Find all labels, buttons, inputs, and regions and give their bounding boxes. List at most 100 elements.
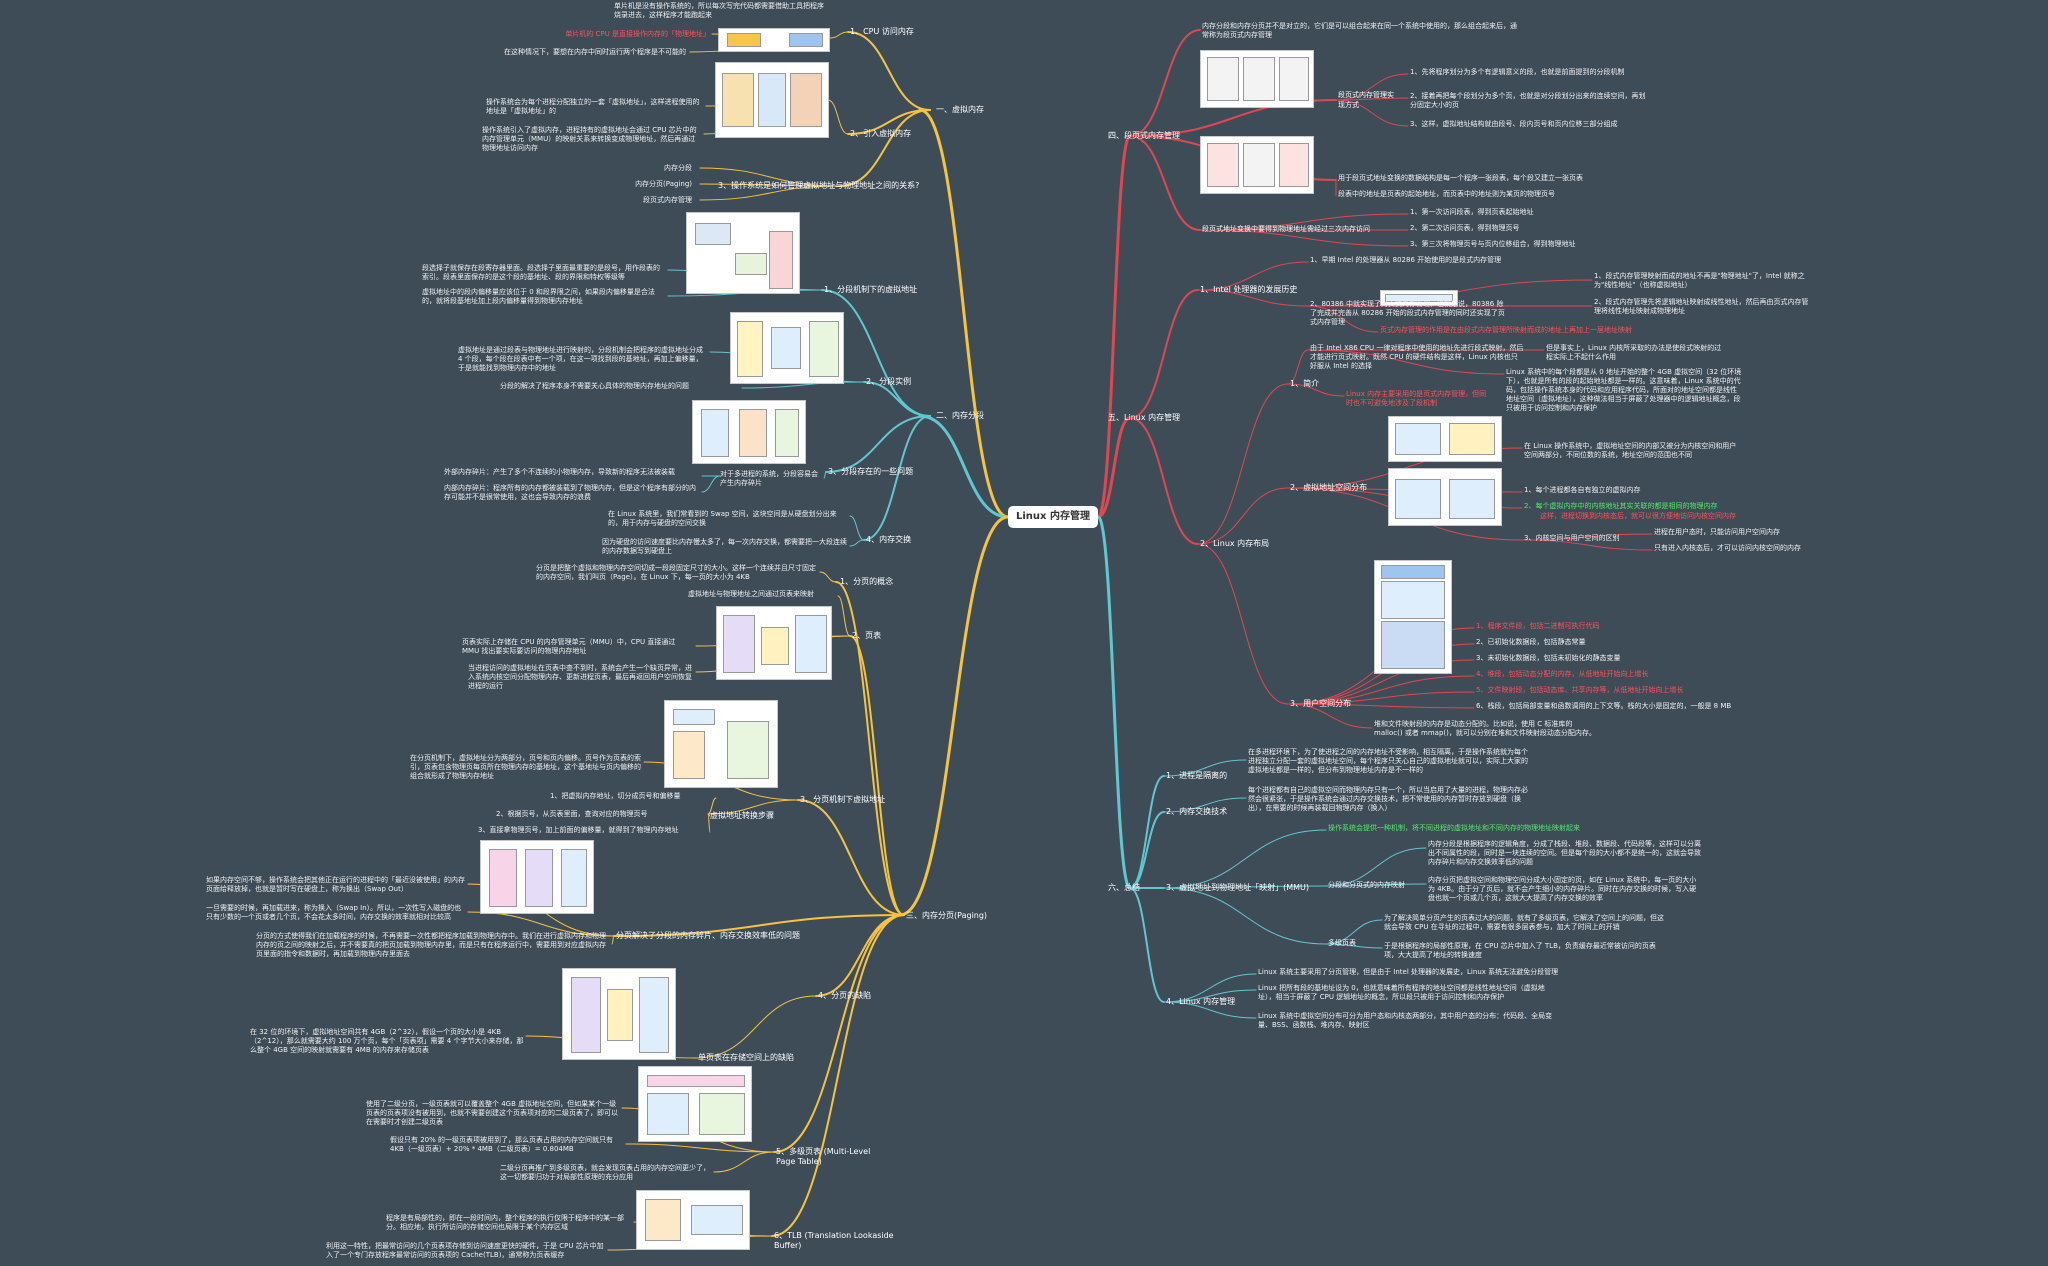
connector-line: [771, 914, 905, 1237]
text-kernel-user-space: 在 Linux 操作系统中，虚拟地址空间的内部又被分为内核空间和用户空间两部分，…: [1524, 442, 1737, 459]
connector-line: [1325, 919, 1383, 945]
branch-seg-page-mapping: 分段和分页式的内存映射: [1328, 881, 1405, 889]
user-space-layout-diagram: [1374, 560, 1452, 674]
os-manage-item-3: 段页式内存管理: [643, 196, 692, 204]
branch-summary: 六、总结: [1108, 883, 1140, 892]
intel-history-diagram: [1380, 290, 1458, 306]
branch-segmentation: 二、内存分段: [936, 411, 984, 420]
branch-segment-example: 2、分段实例: [866, 377, 912, 386]
text-multi-process-fragment: 对于多进程的系统，分段容易会产生内存碎片: [720, 470, 818, 487]
text-mmu: 操作系统引入了虚拟内存，进程持有的虚拟地址会通过 CPU 芯片中的内存管理单元（…: [482, 126, 697, 152]
text-swap-in: 一旦需要的时候，再加载进来，称为换入（Swap In）。所以，一次性写入磁盘的也…: [206, 904, 462, 921]
connector-line: [1325, 847, 1427, 887]
address-space-diagram-2: [1388, 468, 1502, 526]
connector-line: [1096, 416, 1132, 519]
text-segment-to-linear: 2、段式内存管理先将逻辑地址映射成线性地址，然后再由页式内存管理将线性地址映射成…: [1594, 298, 1809, 315]
branch-process-isolation: 1、进程是隔离的: [1166, 771, 1228, 780]
text-us-4: 4、堆段，包括动态分配的内存，从低地址开始向上增长: [1476, 670, 1649, 678]
connector-line: [829, 31, 849, 39]
text-sp-step-2: 2、接着再把每个段划分为多个页，也就是对分段划分出来的连续空间，再划分固定大小的…: [1410, 92, 1646, 109]
text-us-6: 6、栈段，包括局部变量和函数调用的上下文等。栈的大小是固定的，一般是 8 MB: [1476, 702, 1732, 710]
text-linux-zero-base: Linux 系统中的每个段都是从 0 地址开始的整个 4GB 虚拟空间（32 位…: [1506, 368, 1742, 412]
multilevel-table-diagram: [638, 1066, 752, 1142]
connector-line: [1521, 533, 1653, 541]
text-single-table-size: 在 32 位的环境下，虚拟地址空间共有 4GB（2^32），假设一个页的大小是 …: [250, 1028, 524, 1054]
text-step-3: 3、直接拿物理页号，加上前面的偏移量，就得到了物理内存地址: [478, 826, 679, 834]
text-two-level: 使用了二级分页，一级页表就可以覆盖整个 4GB 虚拟地址空间，但如果某个一级页表…: [366, 1100, 618, 1126]
text-access-2: 2、第二次访问页表，得到物理页号: [1410, 224, 1520, 232]
branch-page-concept: 1、分页的概念: [840, 577, 894, 586]
text-mcu: 单片机是没有操作系统的，所以每次写完代码都需要借助工具把程序烧录进去，这样程序才…: [614, 2, 824, 19]
text-linux-paging-summary: Linux 系统主要采用了分页管理，但是由于 Intel 处理器的发展史，Lin…: [1258, 968, 1559, 976]
connector-line: [1287, 703, 1475, 709]
text-swap-out: 如果内存空间不够，操作系统会把其他正在运行的进程中的「最近没被使用」的内存页面给…: [206, 876, 465, 893]
text-access-1: 1、第一次访问段表，得到页表起始地址: [1410, 208, 1534, 216]
text-vm-1: 1、每个进程都各自有独立的虚拟内存: [1524, 486, 1641, 494]
connector-line: [1307, 349, 1505, 375]
text-paging-summary: 内存分页把虚拟空间和物理空间分成大小固定的页，如在 Linux 系统中，每一页的…: [1428, 876, 1697, 902]
connector-line: [1307, 305, 1379, 333]
text-step-2: 2、根据页号，从页表里面，查询对应的物理页号: [496, 810, 648, 818]
text-internal-fragment: 内部内存碎片：程序所有的内存都被装载到了物理内存，但是这个程序有部分的内存可能并…: [444, 484, 696, 501]
connector-line: [819, 571, 837, 583]
branch-user-space: 3、用户空间分布: [1290, 699, 1352, 708]
branch-swap-tech: 2、内存交换技术: [1166, 807, 1228, 816]
segment-page-table-diagram: [1200, 136, 1314, 194]
branch-page-table: 2、页表: [852, 631, 882, 640]
connector-line: [1163, 797, 1247, 813]
branch-linux-layout: 2、Linux 内存布局: [1200, 539, 1270, 548]
connector-line: [699, 183, 841, 187]
connector-line: [773, 914, 905, 1153]
text-x86-mapping: 由于 Intel X86 CPU 一律对程序中使用的地址先进行段式映射，然后才能…: [1310, 344, 1524, 370]
text-no-two-programs: 在这种情况下，要想在内存中同时运行两个程序是不可能的: [504, 48, 686, 56]
text-access-3: 3、第三次将物理页号与页内位移组合，得到物理地址: [1410, 240, 1576, 248]
text-swap-slow: 因为硬盘的访问速度要比内存慢太多了，每一次内存交换，都需要把一大段连续的内存数据…: [602, 538, 847, 555]
swap-diagram: [480, 840, 594, 914]
text-segment-solves: 分段的解决了程序本身不需要关心具体的物理内存地址的问题: [500, 382, 689, 390]
connector-line: [707, 797, 717, 815]
text-tlb-summary: 于是根据程序的局部性原理，在 CPU 芯片中加入了 TLB，负责缓存最近常被访问…: [1384, 942, 1656, 959]
connector-line: [849, 515, 865, 541]
connector-line: [1163, 885, 1327, 889]
connector-line: [918, 108, 1010, 519]
connector-line: [918, 414, 1010, 519]
os-manage-item-2: 内存分页(Paging): [635, 180, 692, 188]
connector-line: [1129, 417, 1199, 545]
connector-line: [1129, 887, 1165, 1003]
text-page-address: 在分页机制下，虚拟地址分为两部分，页号和页内偏移。页号作为页表的索引，页表包含物…: [410, 754, 641, 780]
branch-page-defects: 4、分页的缺陷: [818, 991, 872, 1000]
text-load-on-demand: 分页的方式使得我们在加载程序的时候，不再需要一次性都把程序加载到物理内存中。我们…: [256, 932, 606, 958]
text-intel-80286: 1、早期 Intel 的处理器从 80286 开始使用的是段式内存管理: [1310, 256, 1502, 264]
branch-intel-history: 1、Intel 处理器的发展历史: [1200, 285, 1298, 294]
connector-line: [849, 539, 865, 547]
connector-line: [1163, 989, 1257, 1003]
connector-line: [863, 415, 931, 541]
branch-segment-paging-impl: 段页式内存管理实现方式: [1338, 91, 1394, 109]
connector-line: [1163, 759, 1247, 777]
root-node: Linux 内存管理: [1008, 506, 1098, 528]
address-space-diagram-1: [1388, 416, 1502, 462]
text-page-mapping: 虚拟地址与物理地址之间通过页表来映射: [688, 590, 814, 598]
connector-line: [797, 799, 905, 916]
connector-line: [1163, 1001, 1257, 1019]
connector-line: [823, 471, 827, 479]
connector-line: [1287, 703, 1373, 729]
branch-segment-paging: 四、段页式内存管理: [1108, 131, 1180, 140]
text-linux-zero-summary: Linux 把所有段的基地址设为 0，也就意味着所有程序的地址空间都是线性地址空…: [1258, 984, 1545, 1001]
text-multi-level: 二级分页再推广到多级页表，就会发现页表占用的内存空间更少了，这一切都要归功于对局…: [500, 1164, 710, 1181]
branch-multilevel-summary: 多级页表: [1328, 939, 1356, 947]
connector-line: [701, 475, 721, 493]
page-defect-diagram: [562, 968, 676, 1060]
connector-line: [741, 381, 865, 389]
segment-page-diagram: [1200, 50, 1314, 108]
connector-line: [1197, 487, 1289, 545]
branch-linux-intro: 1、简介: [1290, 379, 1320, 388]
branch-address-steps: 虚拟地址转换步骤: [710, 811, 774, 820]
connector-line: [847, 109, 931, 135]
branch-single-table-defect: 单页表在存储空间上的缺陷: [698, 1053, 794, 1062]
branch-cpu-access: 1、CPU 访问内存: [850, 27, 914, 36]
text-linux-bypass: 但是事实上，Linux 内核所采取的办法是使段式映射的过程实际上不起什么作用: [1546, 344, 1722, 361]
connector-line: [1197, 543, 1289, 705]
text-segment-summary: 内存分段是根据程序的逻辑角度，分成了栈段、堆段、数据段、代码段等，这样可以分离出…: [1428, 840, 1701, 866]
